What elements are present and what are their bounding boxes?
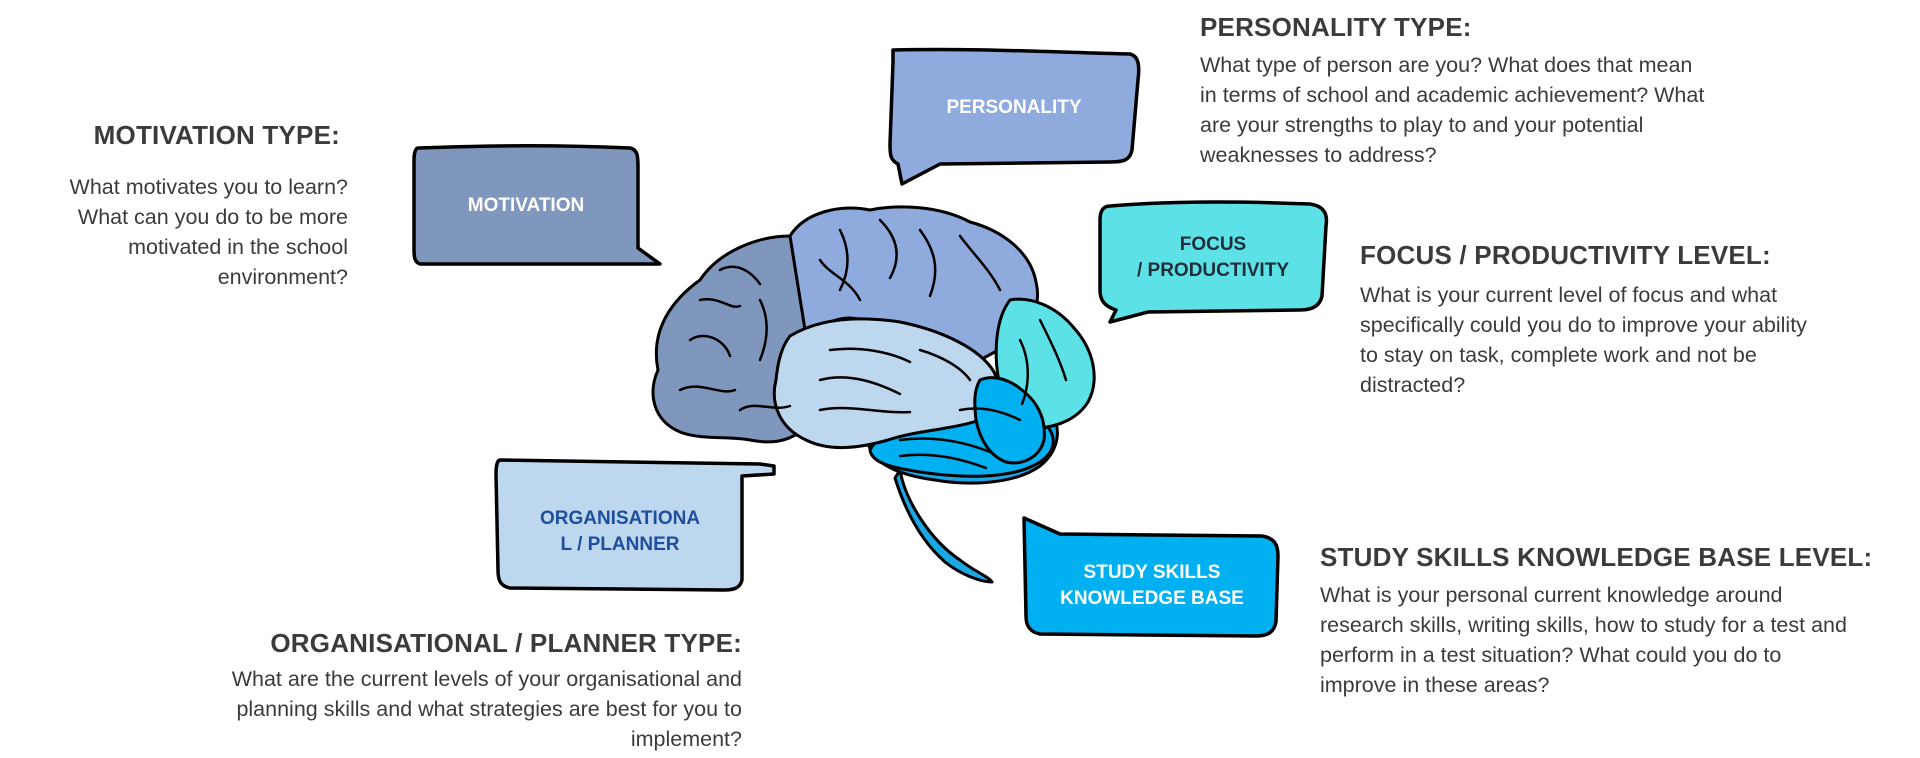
motivation-bubble-shape	[412, 144, 662, 266]
personality-bubble[interactable]: PERSONALITY	[946, 97, 1082, 118]
focus-bubble-shape	[1098, 200, 1329, 324]
organisation-bubble[interactable]: ORGANISATIONA L / PLANNER	[539, 508, 701, 555]
motivation-text: What motivates you to learn? What can yo…	[69, 175, 348, 289]
personality-heading: PERSONALITY TYPE:	[1200, 12, 1472, 42]
study-bubble[interactable]: STUDY SKILLS KNOWLEDGE BASE	[1060, 562, 1244, 609]
study-text: What is your personal current knowledge …	[1320, 583, 1847, 697]
focus-heading: FOCUS / PRODUCTIVITY LEVEL:	[1360, 240, 1771, 270]
study-heading: STUDY SKILLS KNOWLEDGE BASE LEVEL:	[1320, 542, 1873, 572]
organisation-text: What are the current levels of your orga…	[231, 667, 742, 751]
brainstem-shape	[893, 468, 994, 584]
focus-bubble[interactable]: FOCUS / PRODUCTIVITY	[1136, 234, 1289, 281]
occipital-lower-shape	[973, 376, 1046, 465]
organisation-heading: ORGANISATIONAL / PLANNER TYPE:	[270, 628, 742, 658]
personality-bubble-shape	[888, 47, 1141, 186]
motivation-bubble[interactable]: MOTIVATION	[467, 195, 585, 216]
study-bubble-shape	[1022, 516, 1280, 638]
focus-text: What is your current level of focus and …	[1360, 283, 1807, 397]
motivation-heading: MOTIVATION TYPE:	[93, 120, 340, 150]
organisation-bubble-shape	[494, 458, 776, 592]
personality-text: What type of person are you? What does t…	[1200, 53, 1705, 167]
